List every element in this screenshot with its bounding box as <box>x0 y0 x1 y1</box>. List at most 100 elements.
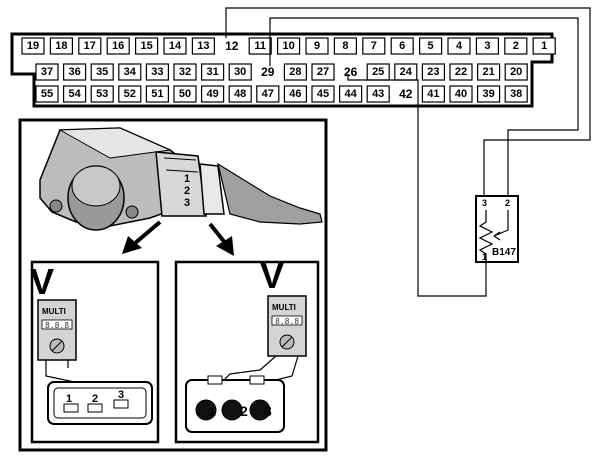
pin-cell <box>90 85 114 103</box>
pin-label-39: 39 <box>482 88 494 100</box>
pin-cell <box>256 85 280 103</box>
pin-label-5: 5 <box>428 40 434 52</box>
plug-pin-3-label: 3 <box>184 197 190 209</box>
pin-label-25: 25 <box>372 66 384 78</box>
pin-label-38: 38 <box>510 88 522 100</box>
pin-label-2: 2 <box>513 40 519 52</box>
pin-cell <box>421 85 445 103</box>
pin-cell <box>277 37 301 55</box>
pin-cell <box>173 63 197 81</box>
pin-cell <box>49 37 74 55</box>
pin-label-11: 11 <box>254 40 266 52</box>
pin-cell <box>305 37 329 55</box>
pin-cell <box>21 37 45 55</box>
meter-display-left: 8.8.8 <box>45 321 69 330</box>
right-plug-pin-1: 1 <box>208 403 216 419</box>
pin-label-52: 52 <box>124 88 136 100</box>
meter-panel-right: V MULTI 8.8.8 1 2 3 <box>174 255 320 444</box>
pin-label-41: 41 <box>427 88 439 100</box>
pin-label-35: 35 <box>96 66 108 78</box>
throttle-sensor-illustration: 1 2 3 <box>39 127 323 231</box>
pin-label-4: 4 <box>456 40 463 52</box>
pin-label-45: 45 <box>317 88 329 100</box>
pin-label-40: 40 <box>455 88 467 100</box>
sensor-b147: 3 2 1 B147 <box>475 195 519 263</box>
pin-label-33: 33 <box>151 66 163 78</box>
pin-cell <box>201 85 225 103</box>
pin-cell <box>339 85 363 103</box>
pin-label-49: 49 <box>206 88 218 100</box>
pin-cell <box>311 85 335 103</box>
pin-cell <box>35 63 59 81</box>
right-plug-pin-3: 3 <box>264 403 272 419</box>
pin-cell <box>90 63 114 81</box>
voltage-symbol-left: V <box>30 261 54 302</box>
sensor-component-label: B147 <box>492 247 516 258</box>
pin-cell <box>145 63 169 81</box>
pin-label-50: 50 <box>179 88 191 100</box>
pin-cell <box>145 85 169 103</box>
pin-cell <box>362 37 386 55</box>
plug-pin-1-label: 1 <box>184 173 190 185</box>
pin-label-28: 28 <box>289 66 301 78</box>
pin-label-29: 29 <box>261 65 275 79</box>
pin-cell <box>118 63 142 81</box>
pin-cell <box>366 85 390 103</box>
pin-cell <box>35 85 59 103</box>
pin-label-12: 12 <box>225 39 239 53</box>
plug-pin-2-label: 2 <box>184 185 190 197</box>
pin-cell <box>163 37 187 55</box>
pin-cell <box>201 63 225 81</box>
pin-label-34: 34 <box>124 66 137 78</box>
pin-label-22: 22 <box>455 66 467 78</box>
pin-cell <box>532 37 556 55</box>
left-plug-pin-2: 2 <box>92 393 98 405</box>
pin-label-36: 36 <box>68 66 80 78</box>
arrows <box>122 220 234 256</box>
pin-cell <box>333 37 357 55</box>
pin-label-6: 6 <box>399 40 405 52</box>
pin-cell <box>504 63 528 81</box>
pin-cell <box>475 37 499 55</box>
pin-label-18: 18 <box>55 40 67 52</box>
pin-cell <box>62 63 87 81</box>
pin-cell <box>477 85 501 103</box>
pin-cell <box>421 63 445 81</box>
pin-label-9: 9 <box>314 40 320 52</box>
pin-label-19: 19 <box>27 40 39 52</box>
sensor-pin-2-label: 2 <box>505 198 510 208</box>
pin-cell <box>228 63 252 81</box>
right-plug-pin-2: 2 <box>240 403 248 419</box>
voltage-symbol-right: V <box>260 255 284 296</box>
pin-label-54: 54 <box>68 88 81 100</box>
pin-label-14: 14 <box>169 40 182 52</box>
pin-cell <box>477 63 501 81</box>
pin-label-23: 23 <box>427 66 439 78</box>
pin-label-1: 1 <box>541 40 547 52</box>
pin-cell <box>419 37 443 55</box>
meter-panel-left: V MULTI 8.8.8 1 2 3 <box>30 260 160 444</box>
pin-cell <box>62 85 87 103</box>
pin-label-46: 46 <box>289 88 301 100</box>
pin-cell <box>106 37 130 55</box>
sensor-pin-3-label: 3 <box>482 198 487 208</box>
pin-cell <box>283 63 307 81</box>
pin-cell <box>504 37 528 55</box>
pin-label-10: 10 <box>282 40 294 52</box>
pin-label-13: 13 <box>197 40 209 52</box>
pin-label-53: 53 <box>96 88 108 100</box>
signal-wires <box>225 7 591 297</box>
pin-cell <box>447 37 471 55</box>
pin-cell <box>504 85 528 103</box>
pin-cell <box>228 85 252 103</box>
pin-label-37: 37 <box>41 66 53 78</box>
pin-label-32: 32 <box>179 66 191 78</box>
pin-cell <box>311 63 335 81</box>
pin-label-30: 30 <box>234 66 246 78</box>
pin-cell <box>173 85 197 103</box>
meter-display-right: 8.8.8 <box>275 317 299 326</box>
